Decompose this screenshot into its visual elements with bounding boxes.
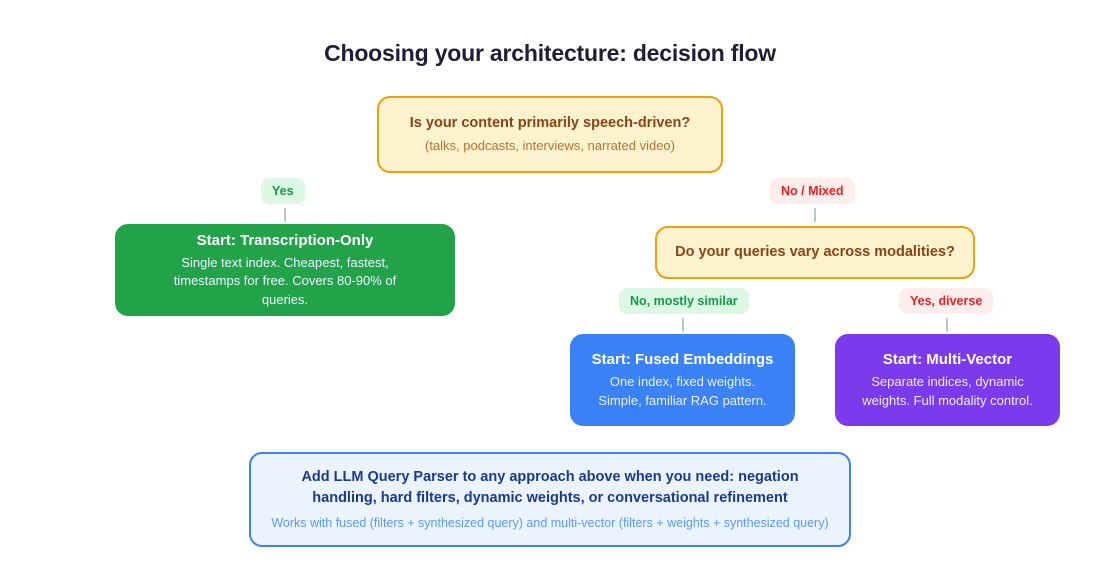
branch-label-yes-diverse[interactable]: Yes, diverse	[899, 288, 994, 314]
branch-label-no-mixed[interactable]: No / Mixed	[770, 178, 855, 204]
footnote-subline: Works with fused (filters + synthesized …	[271, 515, 829, 530]
decision-node-speech-driven-subline: (talks, podcasts, interviews, narrated v…	[425, 137, 675, 153]
connector-no-mostly-similar-to-fused	[682, 318, 684, 332]
connector-yes-diverse-to-multivector	[946, 318, 948, 332]
branch-label-no-mostly-similar[interactable]: No, mostly similar	[619, 288, 749, 314]
branch-label-yes[interactable]: Yes	[261, 178, 305, 204]
connector-yes-to-transcription	[284, 208, 286, 222]
decision-node-speech-driven[interactable]: Is your content primarily speech-driven?…	[377, 96, 723, 173]
result-node-fused-embeddings[interactable]: Start: Fused Embeddings One index, fixed…	[570, 334, 795, 426]
decision-node-speech-driven-headline: Is your content primarily speech-driven?	[409, 114, 691, 131]
result-node-transcription-only-subline: Single text index. Cheapest, fastest, ti…	[173, 254, 397, 307]
footnote-headline: Add LLM Query Parser to any approach abo…	[301, 468, 799, 506]
result-node-transcription-only-headline: Start: Transcription-Only	[196, 231, 374, 249]
result-node-multi-vector-headline: Start: Multi-Vector	[882, 350, 1013, 368]
result-node-multi-vector[interactable]: Start: Multi-Vector Separate indices, dy…	[835, 334, 1060, 426]
footnote-llm-query-parser[interactable]: Add LLM Query Parser to any approach abo…	[249, 452, 851, 547]
result-node-fused-embeddings-headline: Start: Fused Embeddings	[591, 350, 774, 368]
result-node-fused-embeddings-subline: One index, fixed weights. Simple, famili…	[598, 374, 767, 408]
decision-node-query-modalities-headline: Do your queries vary across modalities?	[675, 243, 955, 260]
page-title: Choosing your architecture: decision flo…	[324, 40, 776, 66]
decision-node-query-modalities[interactable]: Do your queries vary across modalities?	[655, 226, 975, 279]
result-node-transcription-only[interactable]: Start: Transcription-Only Single text in…	[115, 224, 455, 316]
connector-no-mixed-to-decision2	[814, 208, 816, 222]
result-node-multi-vector-subline: Separate indices, dynamic weights. Full …	[862, 374, 1033, 408]
